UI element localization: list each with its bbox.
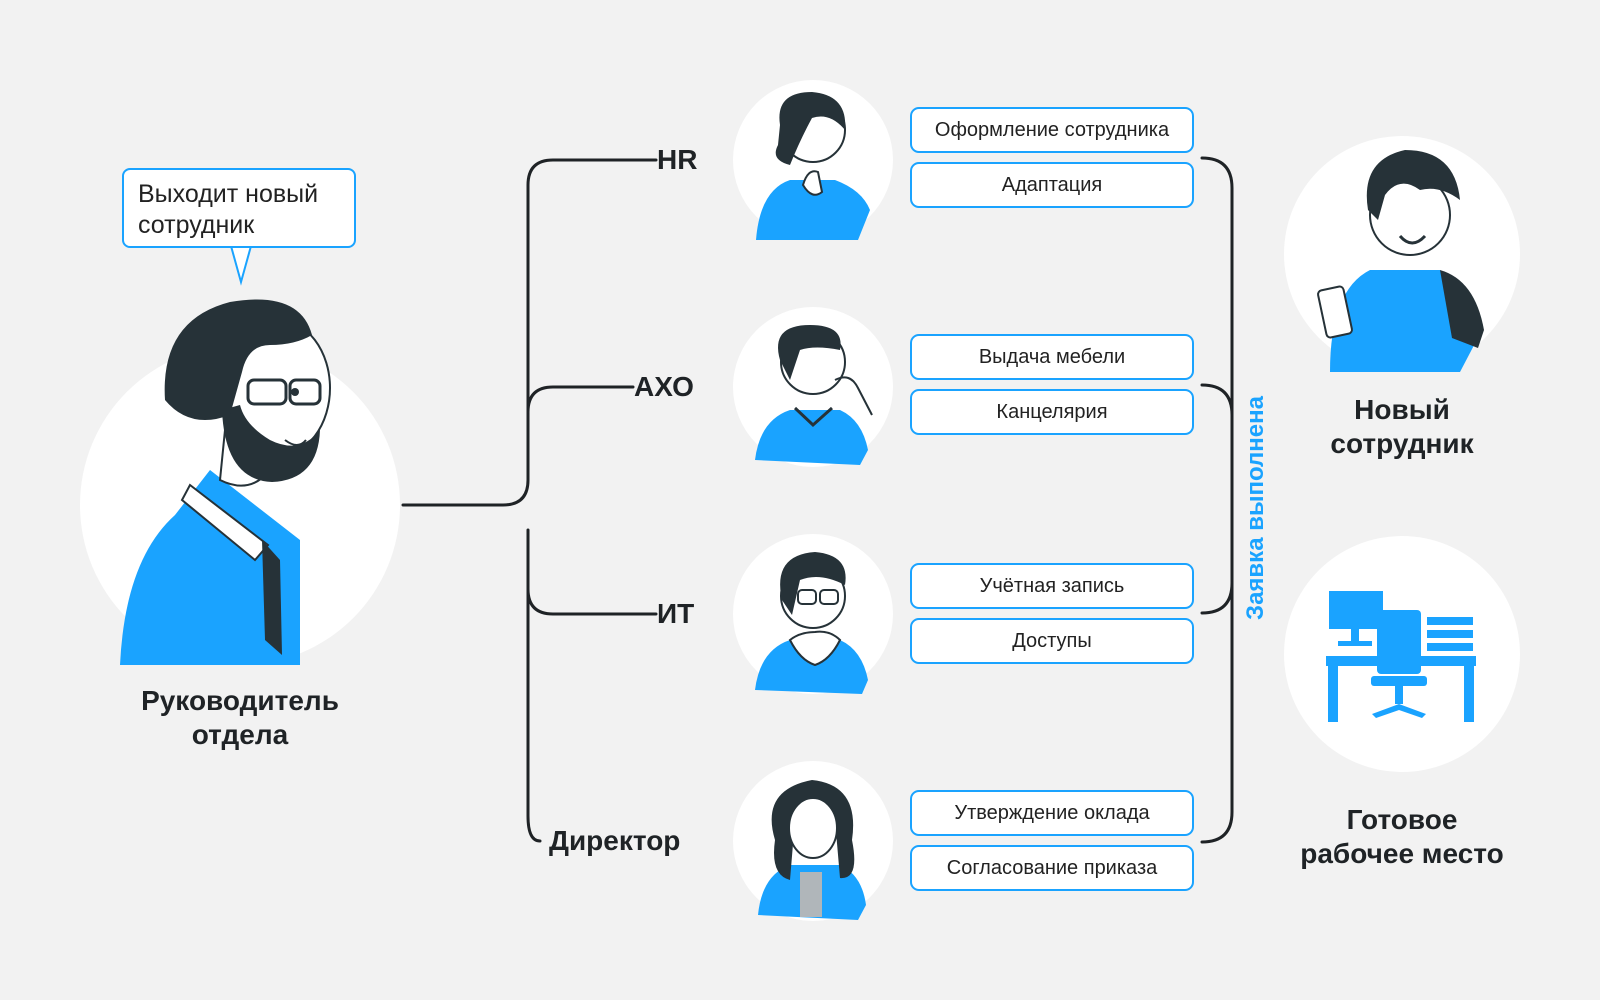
admin-man-icon bbox=[755, 325, 873, 465]
task-it-access: Доступы bbox=[910, 618, 1194, 664]
new-employee-caption: Новый сотрудник bbox=[1262, 393, 1542, 461]
manager-caption-line1: Руководитель bbox=[141, 685, 339, 716]
dept-label-hr: HR bbox=[657, 144, 698, 175]
task-director-salary: Утверждение оклада bbox=[910, 790, 1194, 836]
workplace-icon bbox=[1326, 591, 1476, 722]
director-woman-icon bbox=[758, 780, 866, 920]
bubble-tail bbox=[230, 245, 252, 286]
hr-woman-icon bbox=[756, 92, 870, 240]
dept-label-it: ИТ bbox=[657, 598, 695, 629]
manager-caption: Руководитель отдела bbox=[110, 684, 370, 752]
task-hr-adaptation: Адаптация bbox=[910, 162, 1194, 208]
task-axo-furniture: Выдача мебели bbox=[910, 334, 1194, 380]
workplace-caption: Готовое рабочее место bbox=[1262, 803, 1542, 871]
task-director-order: Согласование приказа bbox=[910, 845, 1194, 891]
task-it-account: Учётная запись bbox=[910, 563, 1194, 609]
task-hr-registration: Оформление сотрудника bbox=[910, 107, 1194, 153]
dept-label-axo: АХО bbox=[634, 371, 694, 402]
branch-connector bbox=[401, 158, 658, 843]
speech-bubble: Выходит новый сотрудник bbox=[122, 168, 356, 248]
new-employee-icon bbox=[1317, 150, 1484, 372]
dept-label-director: Директор bbox=[549, 825, 681, 856]
workplace-caption-line2: рабочее место bbox=[1300, 838, 1504, 869]
new-employee-caption-line1: Новый bbox=[1354, 394, 1450, 425]
new-employee-caption-line2: сотрудник bbox=[1330, 428, 1474, 459]
task-axo-stationery: Канцелярия bbox=[910, 389, 1194, 435]
workplace-caption-line1: Готовое bbox=[1346, 804, 1458, 835]
it-woman-icon bbox=[755, 552, 868, 694]
manager-caption-line2: отдела bbox=[191, 719, 289, 750]
bearded-manager-icon bbox=[120, 299, 331, 665]
done-bracket bbox=[1200, 156, 1234, 844]
